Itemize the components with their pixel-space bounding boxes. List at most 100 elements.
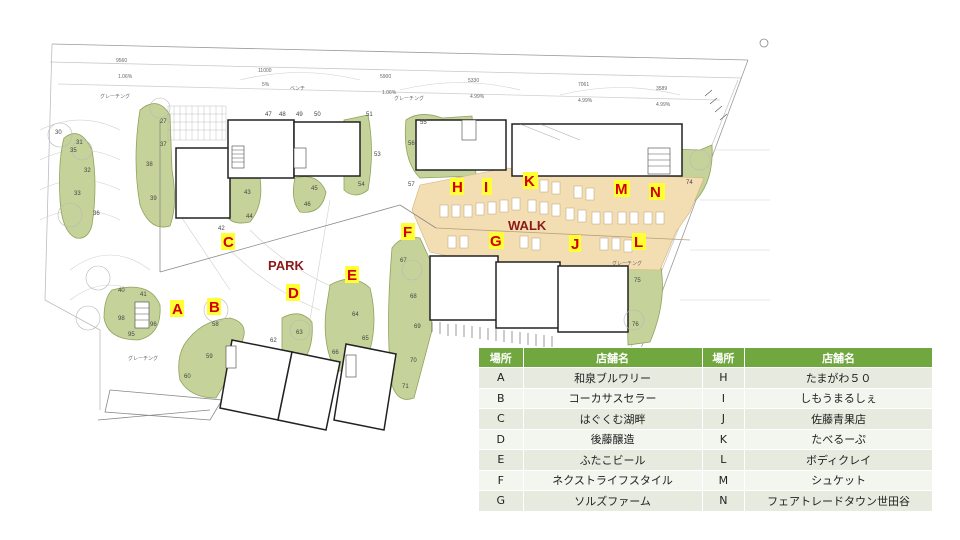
buildings — [175, 119, 683, 431]
unit-number: 59 — [206, 354, 213, 360]
dimension-text: 5330 — [468, 78, 479, 84]
unit-number: 65 — [362, 336, 369, 342]
green-area-c — [225, 177, 262, 224]
building-north — [415, 119, 507, 171]
marker-b[interactable]: B — [207, 298, 221, 316]
store-name: 和泉ブルワリー — [522, 367, 703, 389]
location-key: J — [701, 408, 746, 430]
marker-h[interactable]: H — [450, 178, 464, 196]
unit-number: 38 — [146, 162, 153, 168]
legend-header-row: 場所 店舗名 場所 店舗名 — [478, 347, 933, 368]
marker-k-label: K — [524, 173, 535, 190]
unit-number: 40 — [118, 288, 125, 294]
unit-number: 33 — [74, 191, 81, 197]
green-area-northwest — [135, 103, 175, 228]
marker-m[interactable]: M — [614, 180, 630, 198]
marker-l[interactable]: L — [632, 233, 646, 251]
marker-a[interactable]: A — [170, 300, 184, 318]
dimension-text: 5% — [262, 82, 270, 88]
store-name: フェアトレードタウン世田谷 — [744, 490, 933, 512]
marker-j[interactable]: J — [569, 235, 581, 253]
marker-d[interactable]: D — [286, 284, 300, 302]
location-key: C — [478, 408, 524, 430]
walk-benches — [439, 179, 665, 253]
store-name: ソルズファーム — [522, 490, 703, 512]
dimension-annotations: 9560 11000 5900 5330 7061 3589 1.06% 1.0… — [116, 58, 671, 108]
dimension-text: 7061 — [578, 82, 589, 88]
dimension-text: 4.99% — [656, 102, 671, 108]
note-bench: ベンチ — [290, 86, 305, 92]
unit-number: 60 — [184, 374, 191, 380]
marker-c[interactable]: C — [221, 233, 235, 251]
green-area-east-south — [625, 261, 663, 346]
unit-number: 46 — [304, 202, 311, 208]
unit-number: 71 — [402, 384, 409, 390]
marker-i[interactable]: I — [482, 178, 492, 196]
store-name: ふたこビール — [522, 449, 703, 471]
dimension-text: 9560 — [116, 58, 127, 64]
location-key: I — [701, 387, 746, 409]
unit-number: 70 — [410, 358, 417, 364]
location-key: G — [478, 490, 524, 512]
header-location-2: 場所 — [701, 347, 746, 368]
unit-number: 39 — [150, 196, 157, 202]
dimension-text: 1.06% — [118, 74, 133, 80]
unit-number: 45 — [311, 186, 318, 192]
marker-d-label: D — [288, 285, 299, 302]
unit-number: 37 — [160, 142, 167, 148]
store-name: たまがわ５０ — [744, 367, 933, 389]
unit-number: 41 — [140, 292, 147, 298]
trees — [47, 97, 711, 341]
marker-g[interactable]: G — [489, 232, 504, 250]
walk-label: WALK — [508, 218, 547, 233]
unit-number: 49 — [296, 112, 303, 118]
location-key: N — [701, 490, 746, 512]
marker-l-label: L — [634, 234, 643, 251]
marker-h-label: H — [452, 179, 463, 196]
store-name: 佐藤青果店 — [744, 408, 933, 430]
unit-number: 95 — [128, 332, 135, 338]
unit-number: 56 — [408, 141, 415, 147]
unit-numbers: 27 30 31 32 33 35 36 37 38 39 40 41 42 4… — [55, 112, 693, 390]
stair-treads — [135, 149, 670, 321]
marker-m-label: M — [615, 181, 628, 198]
unit-number: 57 — [408, 182, 415, 188]
location-key: M — [701, 469, 746, 491]
unit-number: 30 — [55, 130, 62, 136]
location-key: E — [478, 449, 524, 471]
terrace — [167, 105, 581, 141]
unit-number: 50 — [314, 112, 321, 118]
dimension-text: 4.99% — [470, 94, 485, 100]
marker-e[interactable]: E — [345, 266, 359, 284]
unit-number: 54 — [358, 182, 365, 188]
building-south-2 — [495, 261, 561, 329]
building-south-3 — [557, 265, 629, 333]
store-name: ネクストライフスタイル — [522, 469, 703, 491]
location-key: B — [478, 387, 524, 409]
marker-k[interactable]: K — [523, 172, 538, 190]
store-name: たべるーぷ — [744, 428, 933, 450]
building-nw-1 — [175, 147, 231, 219]
unit-number: 36 — [93, 211, 100, 217]
store-name: 後藤醸造 — [522, 428, 703, 450]
location-key: L — [701, 449, 746, 471]
header-location-1: 場所 — [478, 347, 524, 368]
unit-number: 47 — [265, 112, 272, 118]
dimension-text: 4.99% — [578, 98, 593, 104]
marker-j-label: J — [571, 236, 579, 253]
marker-n[interactable]: N — [649, 183, 665, 201]
marker-a-label: A — [172, 301, 183, 318]
store-name: しもうまるしぇ — [744, 387, 933, 409]
marker-i-label: I — [484, 179, 488, 196]
building-south-1 — [429, 255, 499, 321]
note-grating: グレーチング — [100, 93, 130, 100]
marker-f[interactable]: F — [401, 223, 415, 241]
unit-number: 96 — [150, 322, 157, 328]
store-markers: A B C D E F G H I J K L M N — [170, 172, 665, 318]
stairs — [134, 119, 671, 378]
unit-number: 63 — [296, 330, 303, 336]
